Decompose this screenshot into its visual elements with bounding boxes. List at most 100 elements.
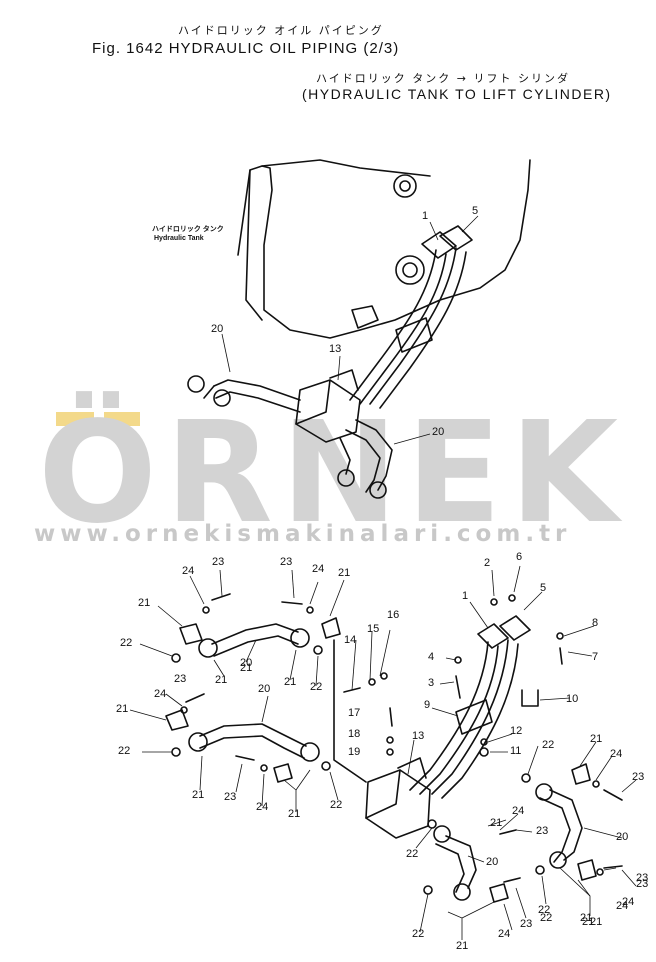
bolt xyxy=(185,693,205,703)
washer xyxy=(306,606,314,614)
callout-lower-left: 21 xyxy=(215,674,228,686)
upper-pipe-left xyxy=(203,385,215,399)
callout-right: 5 xyxy=(540,582,547,594)
tank-label-japanese: ハイドロリック タンク xyxy=(152,226,224,233)
callout-lower-left: 20 xyxy=(258,683,271,695)
washer xyxy=(592,780,600,788)
callout-right: 23 xyxy=(520,918,533,930)
lower-main-pipe xyxy=(441,643,519,799)
callout-right: 23 xyxy=(632,771,645,783)
o-ring xyxy=(171,747,181,757)
o-ring xyxy=(535,865,545,875)
lower-pipe-1 xyxy=(211,623,299,645)
split-flange xyxy=(179,623,203,645)
lower-block-clamp xyxy=(397,757,427,779)
callout-right: 21 xyxy=(490,817,503,829)
callout-center: 15 xyxy=(367,623,380,635)
callout-right: 23 xyxy=(536,825,549,837)
callout-right: 22 xyxy=(412,928,425,940)
figure-title: Fig. 1642 HYDRAULIC OIL PIPING (2/3) xyxy=(92,40,400,57)
callout-right: 24 xyxy=(622,896,635,908)
washer xyxy=(260,764,268,772)
lower-main-pipe xyxy=(409,641,489,791)
tank-port xyxy=(395,255,425,285)
lower-block-edge xyxy=(365,769,401,819)
watermark-accent xyxy=(56,412,94,426)
callout-right: 12 xyxy=(510,725,523,737)
callout-right: 22 xyxy=(406,848,419,860)
callout-center: 14 xyxy=(344,634,357,646)
callout-right: 11 xyxy=(510,745,522,757)
lower-pipe-4 xyxy=(539,797,571,863)
subtitle-japanese: ハイドロリック タンク → リフト シリンダ xyxy=(316,72,570,85)
tank-boss xyxy=(351,305,379,329)
lower-flange-3a xyxy=(433,825,451,843)
washer xyxy=(380,672,388,680)
callout-right: 21 xyxy=(582,916,595,928)
callout-right: 24 xyxy=(610,748,623,760)
bolt xyxy=(455,675,461,699)
upper-flange-right xyxy=(369,481,387,499)
callout-lower-left: 24 xyxy=(312,563,325,575)
callout-lower-left: 24 xyxy=(256,801,269,813)
bolt xyxy=(603,865,623,869)
upper-flange-left xyxy=(213,389,231,407)
callout-right: 21 xyxy=(456,940,469,952)
upper-flange xyxy=(421,231,457,259)
upper-pipe xyxy=(379,251,467,409)
title-japanese: ハイドロリック オイル パイピング xyxy=(178,24,384,37)
upper-flange xyxy=(439,225,473,251)
washer xyxy=(180,706,188,714)
o-ring xyxy=(321,761,331,771)
callout-right: 21 xyxy=(590,733,603,745)
tank-label: Hydraulic Tank xyxy=(154,235,204,242)
washer xyxy=(490,598,498,606)
bolt xyxy=(211,593,231,601)
split-flange xyxy=(571,763,591,785)
hydraulic-tank xyxy=(237,159,531,339)
callout-upper: 20 xyxy=(432,426,445,438)
o-ring xyxy=(423,885,433,895)
tank-port xyxy=(402,262,418,278)
upper-pipe-left xyxy=(213,379,301,401)
callout-right: 20 xyxy=(486,856,499,868)
bolt xyxy=(499,829,517,835)
washer xyxy=(202,606,210,614)
callout-lower-left: 23 xyxy=(174,673,187,685)
split-flange xyxy=(577,859,597,881)
lower-pipe-3 xyxy=(435,843,465,893)
lower-pipe-2 xyxy=(199,723,307,747)
lower-flange-2b xyxy=(300,742,320,762)
callout-center: 19 xyxy=(348,746,361,758)
washer xyxy=(386,748,394,756)
washer xyxy=(596,868,604,876)
split-flange xyxy=(165,709,189,731)
callout-right: 22 xyxy=(540,912,553,924)
callout-right: 4 xyxy=(428,651,435,663)
callout-right: 3 xyxy=(428,677,435,689)
callout-center: 17 xyxy=(348,707,361,719)
upper-bracket xyxy=(395,317,433,353)
upper-pipe-right xyxy=(339,437,351,475)
callout-lower-left: 23 xyxy=(224,791,237,803)
callout-lower-left: 21 xyxy=(192,789,205,801)
callout-right: 23 xyxy=(636,878,649,890)
callout-right: 24 xyxy=(512,805,525,817)
callout-upper: 20 xyxy=(211,323,224,335)
callout-lower-left: 24 xyxy=(182,565,195,577)
callout-right: 22 xyxy=(538,904,551,916)
lower-pipe-4 xyxy=(549,789,583,861)
upper-flange-left xyxy=(187,375,205,393)
subtitle: (HYDRAULIC TANK TO LIFT CYLINDER) xyxy=(302,86,612,102)
callout-right: 1 xyxy=(462,590,469,602)
callout-upper: 13 xyxy=(329,343,342,355)
watermark-word: ÖRNEK xyxy=(38,392,627,555)
washer xyxy=(556,632,564,640)
callout-right: 6 xyxy=(516,551,523,563)
callout-right: 20 xyxy=(616,831,629,843)
callout-center: 16 xyxy=(387,609,400,621)
upper-pipe-right xyxy=(345,429,381,493)
bolt xyxy=(389,707,393,727)
callout-upper: 1 xyxy=(422,210,429,222)
